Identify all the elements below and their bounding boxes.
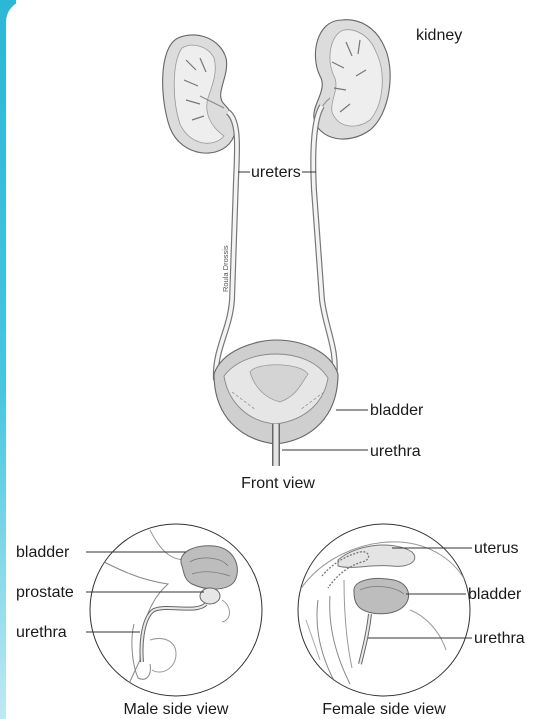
female-side-view-caption: Female side view [322, 701, 446, 718]
male-prostate-label: prostate [16, 584, 74, 601]
male-side-view: bladder prostate urethra Male side view [16, 524, 262, 718]
left-kidney [163, 35, 236, 153]
uterus-label: uterus [474, 540, 518, 557]
male-urethra-label: urethra [16, 624, 67, 641]
urethra-label: urethra [370, 443, 421, 460]
kidney-label: kidney [416, 27, 462, 44]
ureters [216, 106, 335, 380]
female-side-view: uterus bladder urethra Female side view [298, 524, 525, 718]
male-bladder-label: bladder [16, 544, 70, 561]
male-side-view-caption: Male side view [124, 701, 229, 718]
front-view: Roula Drossis ureters kidney bladder ure… [163, 20, 463, 492]
bladder-label: bladder [370, 402, 424, 419]
right-kidney [314, 20, 390, 139]
ureters-label: ureters [251, 164, 301, 181]
female-bladder-label: bladder [468, 586, 522, 603]
front-view-caption: Front view [241, 475, 315, 492]
female-urethra-label: urethra [474, 630, 525, 647]
artist-credit: Roula Drossis [221, 245, 230, 292]
